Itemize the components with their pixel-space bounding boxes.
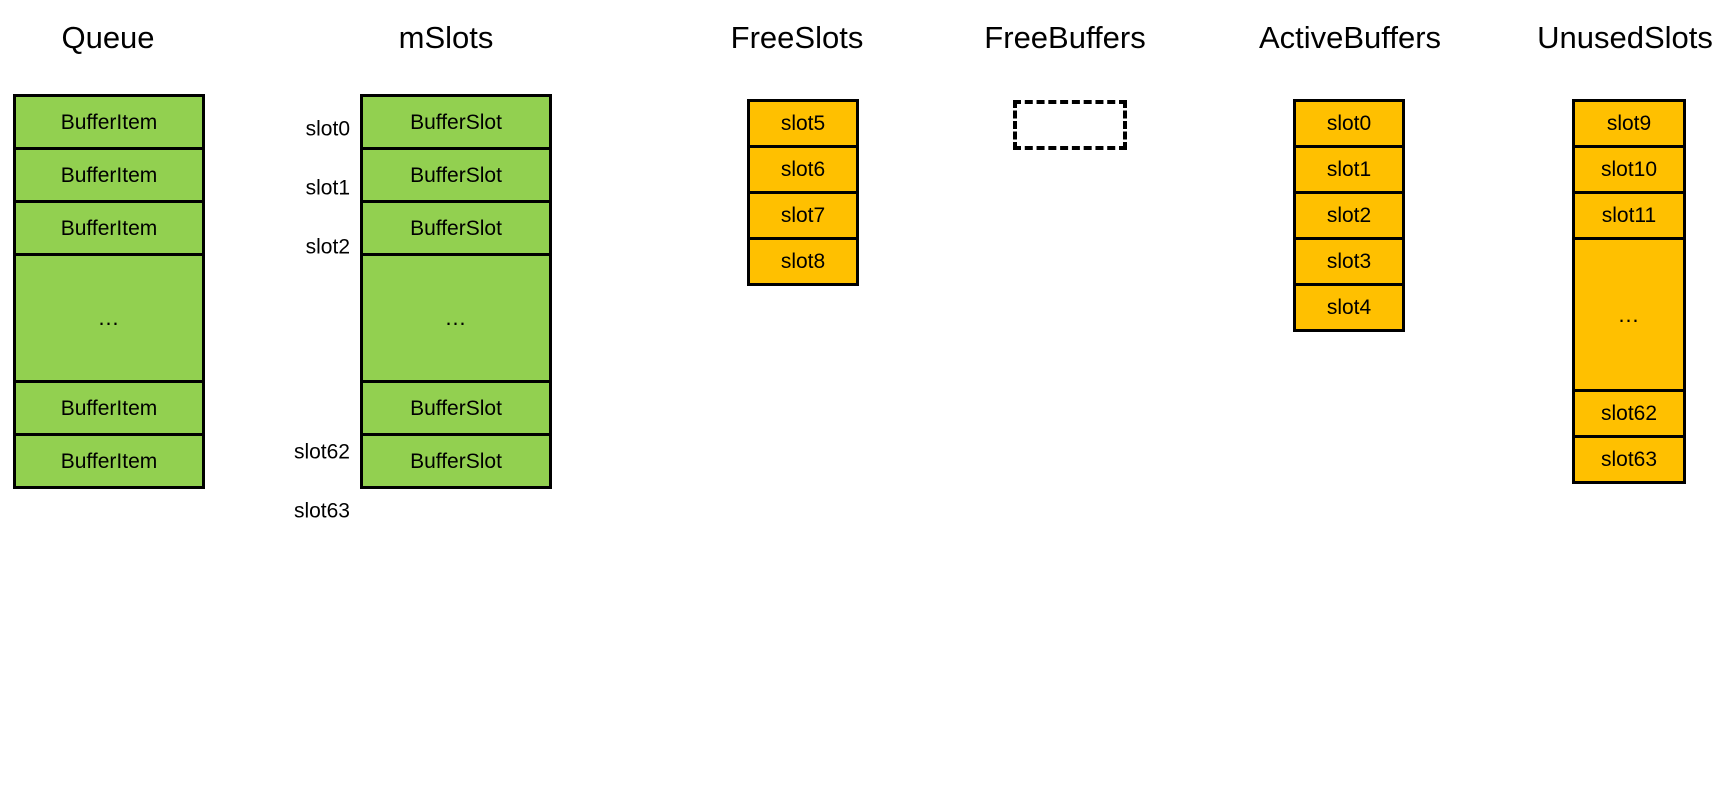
cell-label: BufferSlot bbox=[410, 216, 502, 240]
mslots-cell-ellipsis[interactable]: … bbox=[360, 253, 552, 383]
queue-cell[interactable]: BufferItem bbox=[13, 94, 205, 150]
unusedslots-cell[interactable]: slot10 bbox=[1572, 145, 1686, 194]
activebuffers-cell[interactable]: slot3 bbox=[1293, 237, 1405, 286]
mslots-cell[interactable]: BufferSlot bbox=[360, 380, 552, 436]
queue-cell[interactable]: BufferItem bbox=[13, 147, 205, 203]
mslots-index-label-62: slot62 bbox=[293, 440, 350, 464]
column-title-queue: Queue bbox=[61, 20, 155, 55]
cell-label: BufferSlot bbox=[410, 449, 502, 473]
freeslots-cell[interactable]: slot8 bbox=[747, 237, 859, 286]
column-title-activebuffers: ActiveBuffers bbox=[1258, 20, 1442, 55]
cell-label: slot5 bbox=[780, 112, 826, 135]
column-title-freebuffers: FreeBuffers bbox=[984, 20, 1146, 55]
cell-label: BufferSlot bbox=[410, 110, 502, 134]
cell-label: slot7 bbox=[780, 204, 826, 227]
cell-label: BufferItem bbox=[60, 449, 158, 473]
cell-label: BufferSlot bbox=[410, 163, 502, 187]
unusedslots-cell[interactable]: slot63 bbox=[1572, 435, 1686, 484]
cell-label: BufferItem bbox=[60, 110, 158, 134]
column-title-mslots: mSlots bbox=[398, 20, 494, 55]
column-mslots: BufferSlot BufferSlot BufferSlot … Buffe… bbox=[360, 94, 552, 489]
column-title-unusedslots: UnusedSlots bbox=[1537, 20, 1713, 55]
mslots-index-label-63: slot63 bbox=[293, 499, 350, 523]
cell-label: … bbox=[97, 305, 121, 330]
freeslots-cell[interactable]: slot7 bbox=[747, 191, 859, 240]
cell-label: slot62 bbox=[1600, 402, 1658, 425]
queue-cell[interactable]: BufferItem bbox=[13, 433, 205, 489]
mslots-cell[interactable]: BufferSlot bbox=[360, 200, 552, 256]
activebuffers-cell[interactable]: slot2 bbox=[1293, 191, 1405, 240]
activebuffers-cell[interactable]: slot1 bbox=[1293, 145, 1405, 194]
column-title-freeslots: FreeSlots bbox=[730, 20, 864, 55]
freeslots-cell[interactable]: slot6 bbox=[747, 145, 859, 194]
column-queue: BufferItem BufferItem BufferItem … Buffe… bbox=[13, 94, 205, 489]
freeslots-cell[interactable]: slot5 bbox=[747, 99, 859, 148]
unusedslots-cell[interactable]: slot11 bbox=[1572, 191, 1686, 240]
cell-label: slot6 bbox=[780, 158, 826, 181]
unusedslots-cell-ellipsis[interactable]: … bbox=[1572, 237, 1686, 392]
cell-label: slot63 bbox=[1600, 448, 1658, 471]
cell-label: … bbox=[444, 305, 468, 330]
cell-label: slot10 bbox=[1600, 158, 1658, 181]
queue-cell-ellipsis[interactable]: … bbox=[13, 253, 205, 383]
mslots-index-label-2: slot2 bbox=[305, 235, 350, 259]
queue-cell[interactable]: BufferItem bbox=[13, 200, 205, 256]
activebuffers-cell[interactable]: slot0 bbox=[1293, 99, 1405, 148]
queue-cell[interactable]: BufferItem bbox=[13, 380, 205, 436]
activebuffers-cell[interactable]: slot4 bbox=[1293, 283, 1405, 332]
cell-label: BufferItem bbox=[60, 396, 158, 420]
cell-label: slot11 bbox=[1601, 204, 1657, 227]
mslots-index-label-0: slot0 bbox=[305, 117, 350, 141]
cell-label: slot9 bbox=[1606, 112, 1652, 135]
mslots-cell[interactable]: BufferSlot bbox=[360, 433, 552, 489]
cell-label: slot3 bbox=[1326, 250, 1372, 273]
mslots-index-label-1: slot1 bbox=[305, 176, 350, 200]
cell-label: BufferItem bbox=[60, 163, 158, 187]
unusedslots-cell[interactable]: slot62 bbox=[1572, 389, 1686, 438]
mslots-cell[interactable]: BufferSlot bbox=[360, 94, 552, 150]
cell-label: slot1 bbox=[1326, 158, 1372, 181]
column-freeslots: slot5 slot6 slot7 slot8 bbox=[747, 99, 859, 286]
freebuffers-empty-placeholder[interactable] bbox=[1013, 100, 1127, 150]
column-unusedslots: slot9 slot10 slot11 … slot62 slot63 bbox=[1572, 99, 1686, 484]
cell-label: BufferItem bbox=[60, 216, 158, 240]
mslots-cell[interactable]: BufferSlot bbox=[360, 147, 552, 203]
column-activebuffers: slot0 slot1 slot2 slot3 slot4 bbox=[1293, 99, 1405, 332]
cell-label: slot0 bbox=[1326, 112, 1372, 135]
cell-label: slot4 bbox=[1326, 296, 1372, 319]
cell-label: … bbox=[1617, 301, 1641, 327]
cell-label: BufferSlot bbox=[410, 396, 502, 420]
cell-label: slot8 bbox=[780, 250, 826, 273]
unusedslots-cell[interactable]: slot9 bbox=[1572, 99, 1686, 148]
cell-label: slot2 bbox=[1326, 204, 1372, 227]
